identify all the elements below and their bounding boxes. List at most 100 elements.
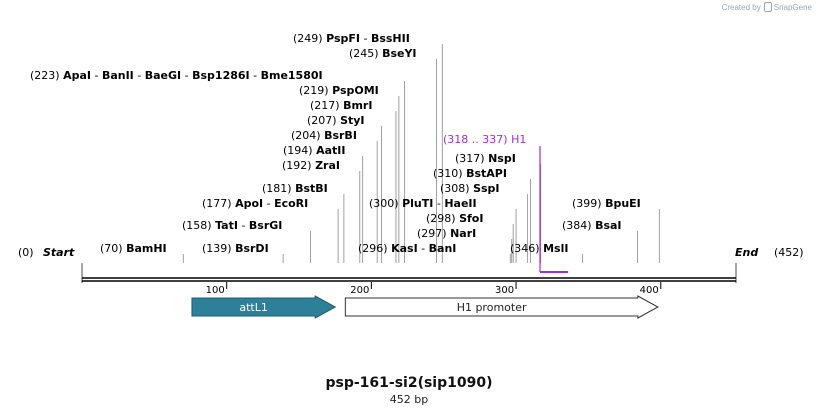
enzyme-site-label: (384) BsaI	[562, 219, 622, 232]
enzyme-site-label: (217) BmrI	[310, 99, 372, 112]
site-position: (177)	[202, 197, 235, 210]
enzyme-name: BsrGI	[249, 219, 282, 232]
enzyme-site-label: (399) BpuEI	[572, 197, 641, 210]
site-position: (207)	[307, 114, 340, 127]
tick-label: 100	[206, 285, 225, 296]
enzyme-site-label: (207) StyI	[307, 114, 365, 127]
enzyme-name: SspI	[473, 182, 499, 195]
enzyme-separator: -	[91, 69, 102, 82]
enzyme-site-label: (300) PluTI - HaeII	[369, 197, 477, 210]
site-position: (217)	[310, 99, 343, 112]
enzyme-name: ZraI	[315, 159, 340, 172]
enzyme-site-label: (204) BsrBI	[291, 129, 357, 142]
enzyme-name: BmrI	[343, 99, 372, 112]
enzyme-name: BanI	[429, 242, 457, 255]
created-by-text: Created by	[721, 3, 761, 12]
site-position: (308)	[440, 182, 473, 195]
enzyme-name: AatII	[316, 144, 345, 157]
enzyme-separator: -	[238, 219, 249, 232]
enzyme-name: Bsp1286I	[192, 69, 250, 82]
tick-label: 400	[640, 285, 659, 296]
site-position: (346)	[510, 242, 543, 255]
enzyme-name: ApaI	[63, 69, 91, 82]
enzyme-site-label: (317) NspI	[455, 152, 516, 165]
enzyme-name: BpuEI	[605, 197, 641, 210]
site-position: (219)	[299, 84, 332, 97]
enzyme-site-label: (298) SfoI	[426, 212, 483, 225]
enzyme-site-label: (192) ZraI	[282, 159, 340, 172]
end-label: End	[735, 246, 758, 259]
enzyme-name: TatI	[215, 219, 238, 232]
enzyme-site-label: (245) BseYI	[349, 47, 417, 60]
site-position: (192)	[282, 159, 315, 172]
enzyme-name: EcoRI	[274, 197, 308, 210]
snapgene-logo-icon	[763, 2, 772, 12]
primer-range: (318 .. 337)	[443, 133, 511, 146]
enzyme-name: NspI	[488, 152, 516, 165]
enzyme-name: StyI	[340, 114, 364, 127]
site-position: (298)	[426, 212, 459, 225]
enzyme-site-label: (139) BsrDI	[202, 242, 269, 255]
site-position: (245)	[349, 47, 382, 60]
enzyme-name: SfoI	[459, 212, 483, 225]
site-position: (300)	[369, 197, 402, 210]
enzyme-separator: -	[263, 197, 274, 210]
start-label: Start	[43, 246, 75, 259]
map-length: 452 bp	[389, 393, 429, 406]
tick-label: 300	[495, 285, 514, 296]
site-position: (70)	[100, 242, 126, 255]
enzyme-site-label: (181) BstBI	[262, 182, 328, 195]
site-position: (181)	[262, 182, 295, 195]
enzyme-separator: -	[418, 242, 429, 255]
feature-label: attL1	[239, 301, 268, 314]
enzyme-name: HaeII	[444, 197, 476, 210]
site-position: (139)	[202, 242, 235, 255]
site-position: (297)	[417, 227, 450, 240]
site-position: (384)	[562, 219, 595, 232]
enzyme-site-label: (194) AatII	[283, 144, 345, 157]
site-position: (204)	[291, 129, 324, 142]
enzyme-site-label: (308) SspI	[440, 182, 500, 195]
enzyme-site-label: (177) ApoI - EcoRI	[202, 197, 308, 210]
enzyme-site-label: (249) PspFI - BssHII	[293, 32, 410, 45]
snapgene-credit: Created by SnapGene	[722, 2, 812, 12]
enzyme-name: BsrDI	[235, 242, 269, 255]
enzyme-name: KasI	[391, 242, 418, 255]
enzyme-site-label: (219) PspOMI	[299, 84, 379, 97]
site-position: (296)	[358, 242, 391, 255]
enzyme-site-label: (70) BamHI	[100, 242, 167, 255]
enzyme-name: NarI	[450, 227, 476, 240]
enzyme-site-label: (296) KasI - BanI	[358, 242, 456, 255]
enzyme-name: BanII	[102, 69, 134, 82]
enzyme-site-label: (297) NarI	[417, 227, 476, 240]
feature-arrow-h1-promoter	[344, 295, 659, 319]
enzyme-name: BamHI	[126, 242, 167, 255]
snapgene-name: SnapGene	[773, 3, 812, 12]
site-position: (223)	[30, 69, 63, 82]
site-position: (158)	[182, 219, 215, 232]
primer-label: (318 .. 337) H1	[443, 133, 526, 146]
enzyme-name: Bme1580I	[261, 69, 323, 82]
enzyme-name: PspFI	[326, 32, 360, 45]
enzyme-name: BseYI	[382, 47, 416, 60]
end-position: (452)	[774, 246, 804, 259]
enzyme-name: BsaI	[595, 219, 621, 232]
feature-label: H1 promoter	[457, 301, 527, 314]
enzyme-separator: -	[181, 69, 192, 82]
feature-arrow-attl1	[191, 295, 337, 319]
enzyme-name: BssHII	[371, 32, 410, 45]
site-position: (194)	[283, 144, 316, 157]
enzyme-name: MslI	[543, 242, 568, 255]
enzyme-separator: -	[250, 69, 261, 82]
enzyme-site-label: (310) BstAPI	[433, 167, 507, 180]
site-position: (317)	[455, 152, 488, 165]
enzyme-name: ApoI	[235, 197, 263, 210]
site-position: (399)	[572, 197, 605, 210]
enzyme-name: PluTI	[402, 197, 433, 210]
enzyme-name: BstAPI	[466, 167, 507, 180]
start-position: (0)	[18, 246, 34, 259]
enzyme-site-label: (223) ApaI - BanII - BaeGI - Bsp1286I - …	[30, 69, 323, 82]
enzyme-name: PspOMI	[332, 84, 379, 97]
enzyme-separator: -	[433, 197, 444, 210]
